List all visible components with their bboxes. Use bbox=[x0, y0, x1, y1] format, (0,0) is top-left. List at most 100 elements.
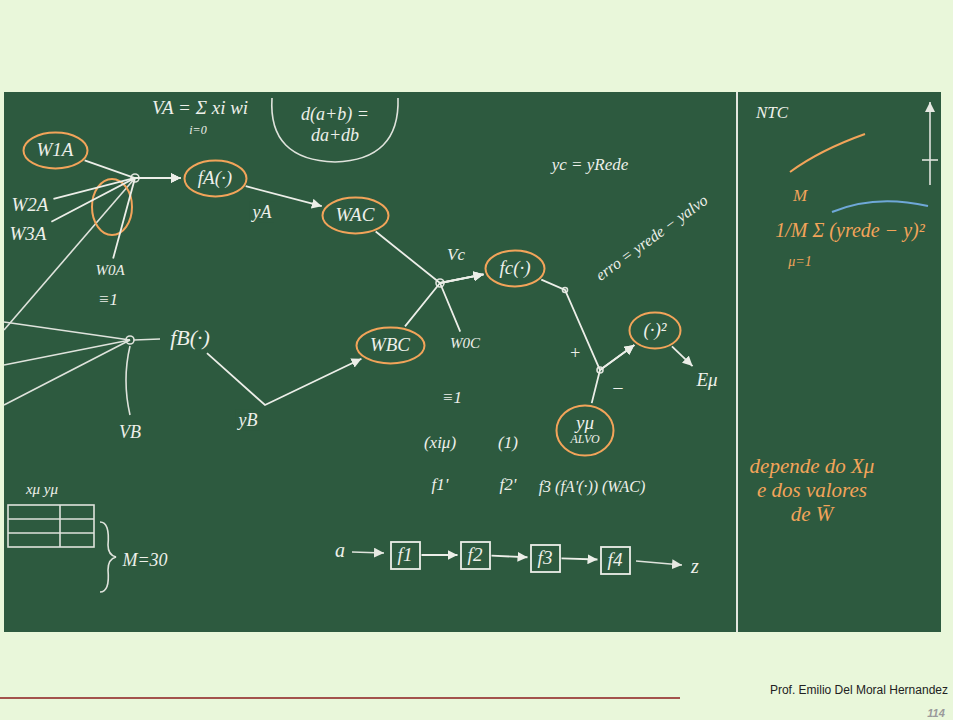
outline bbox=[461, 542, 490, 569]
sign-mark: − bbox=[611, 377, 625, 400]
derivative-term: f2' bbox=[500, 475, 517, 495]
edge-label: yA bbox=[250, 202, 275, 223]
derivative-term: f1' bbox=[432, 475, 449, 495]
weight-circle: WAC bbox=[321, 196, 390, 235]
chain-arrow bbox=[636, 561, 682, 565]
node-text: WBC bbox=[370, 335, 411, 356]
connector bbox=[592, 345, 635, 403]
node-text: W1A bbox=[37, 140, 74, 161]
connector bbox=[672, 346, 693, 366]
sign-mark: + bbox=[569, 343, 581, 364]
connector bbox=[85, 160, 181, 178]
bias-weight: W0A bbox=[91, 260, 129, 281]
node-text: f1 bbox=[398, 545, 413, 566]
connector bbox=[562, 558, 598, 559]
outline bbox=[601, 547, 630, 574]
sample-count: M=30 bbox=[122, 550, 167, 571]
node-text: WAC bbox=[336, 205, 375, 226]
node-text: fA(·) bbox=[198, 168, 233, 189]
chain-arrow bbox=[352, 552, 384, 553]
error-formula: erro = yrede − yalvo bbox=[592, 191, 711, 285]
footer-rule bbox=[0, 697, 680, 699]
signal-name: VB bbox=[119, 422, 141, 443]
outline bbox=[486, 250, 545, 286]
node-text: ALVO bbox=[570, 433, 600, 446]
node-text: fB(·) bbox=[170, 326, 210, 350]
chain-block: f3 bbox=[530, 544, 561, 573]
weight-label: W2A bbox=[8, 193, 53, 218]
outline bbox=[630, 312, 681, 348]
node-text: yμ bbox=[570, 413, 600, 434]
connector bbox=[440, 274, 483, 331]
node-text: f4 bbox=[608, 550, 623, 571]
chalkboard bbox=[4, 92, 941, 632]
chain-block: f1 bbox=[390, 541, 421, 570]
sum-limit: M bbox=[793, 186, 807, 206]
sum-formula: VA = Σ xi wi bbox=[152, 97, 248, 119]
edge-label: yB bbox=[236, 410, 261, 431]
bias-input: ≡1 bbox=[442, 388, 462, 408]
connector bbox=[113, 178, 180, 259]
weight-circle: W1A bbox=[22, 131, 89, 170]
table-rule bbox=[8, 532, 94, 534]
activation-circle: fA(·) bbox=[183, 159, 248, 198]
connector bbox=[376, 232, 484, 283]
connector bbox=[491, 556, 527, 558]
connector bbox=[422, 554, 458, 556]
node-text: W3A bbox=[10, 224, 47, 245]
weight-circle: WBC bbox=[355, 326, 426, 365]
chalk-bracket bbox=[272, 98, 398, 162]
bias-weight: W0C bbox=[446, 333, 484, 354]
axis-line bbox=[929, 102, 931, 185]
connector bbox=[207, 353, 361, 405]
connector bbox=[53, 178, 180, 199]
sum-index: μ=1 bbox=[788, 254, 811, 270]
mean-square-formula: 1/M Σ (yrede − y)² bbox=[775, 219, 924, 242]
outline bbox=[531, 545, 560, 572]
outline bbox=[557, 405, 614, 455]
activation-label: fB(·) bbox=[166, 324, 214, 353]
outline bbox=[322, 197, 388, 233]
connector bbox=[541, 280, 634, 370]
outline bbox=[391, 542, 420, 569]
node-text: f2 bbox=[468, 545, 483, 566]
chalk-note: depende do Xμ e dos valores de W̄ bbox=[747, 454, 877, 526]
chalk-arc bbox=[832, 201, 928, 212]
activation-circle: fc(·) bbox=[484, 249, 546, 288]
chain-output: z bbox=[691, 555, 699, 578]
sum-index: i=0 bbox=[189, 124, 206, 138]
square-block: (·)² bbox=[628, 311, 682, 350]
input-wire bbox=[4, 340, 130, 405]
table-rule bbox=[8, 518, 94, 520]
leader-line bbox=[126, 346, 130, 415]
derivative-term: (1) bbox=[498, 433, 518, 453]
sum-point bbox=[126, 336, 134, 344]
page-number: 114 bbox=[927, 707, 945, 720]
node-text: W0A bbox=[95, 262, 125, 279]
bias-input: ≡1 bbox=[98, 290, 118, 310]
table-header: xμ yμ bbox=[26, 481, 58, 498]
chain-block: f4 bbox=[600, 546, 631, 575]
weight-label: W3A bbox=[6, 222, 51, 247]
target-value: yμALVO bbox=[555, 404, 615, 457]
derivative-term: (xiμ) bbox=[424, 433, 456, 453]
data-table bbox=[8, 505, 94, 547]
node-text: fc(·) bbox=[499, 258, 531, 279]
chain-block: f2 bbox=[460, 541, 491, 570]
chalk-note: NTC bbox=[756, 103, 788, 123]
divider-line bbox=[736, 92, 738, 632]
error-output: Eμ bbox=[692, 368, 722, 393]
node-text: Eμ bbox=[696, 370, 718, 391]
node-text: (·)² bbox=[643, 320, 667, 341]
node-text: f3 bbox=[538, 548, 553, 569]
derivative-term: f3 (fA'(·)) (WAC) bbox=[539, 478, 646, 496]
connector bbox=[51, 178, 180, 222]
outline bbox=[23, 132, 87, 168]
axis-tick bbox=[922, 159, 938, 161]
chalk-note: yc = yRede bbox=[552, 155, 629, 175]
chalk-note: d(a+b) = da+db bbox=[280, 104, 390, 145]
